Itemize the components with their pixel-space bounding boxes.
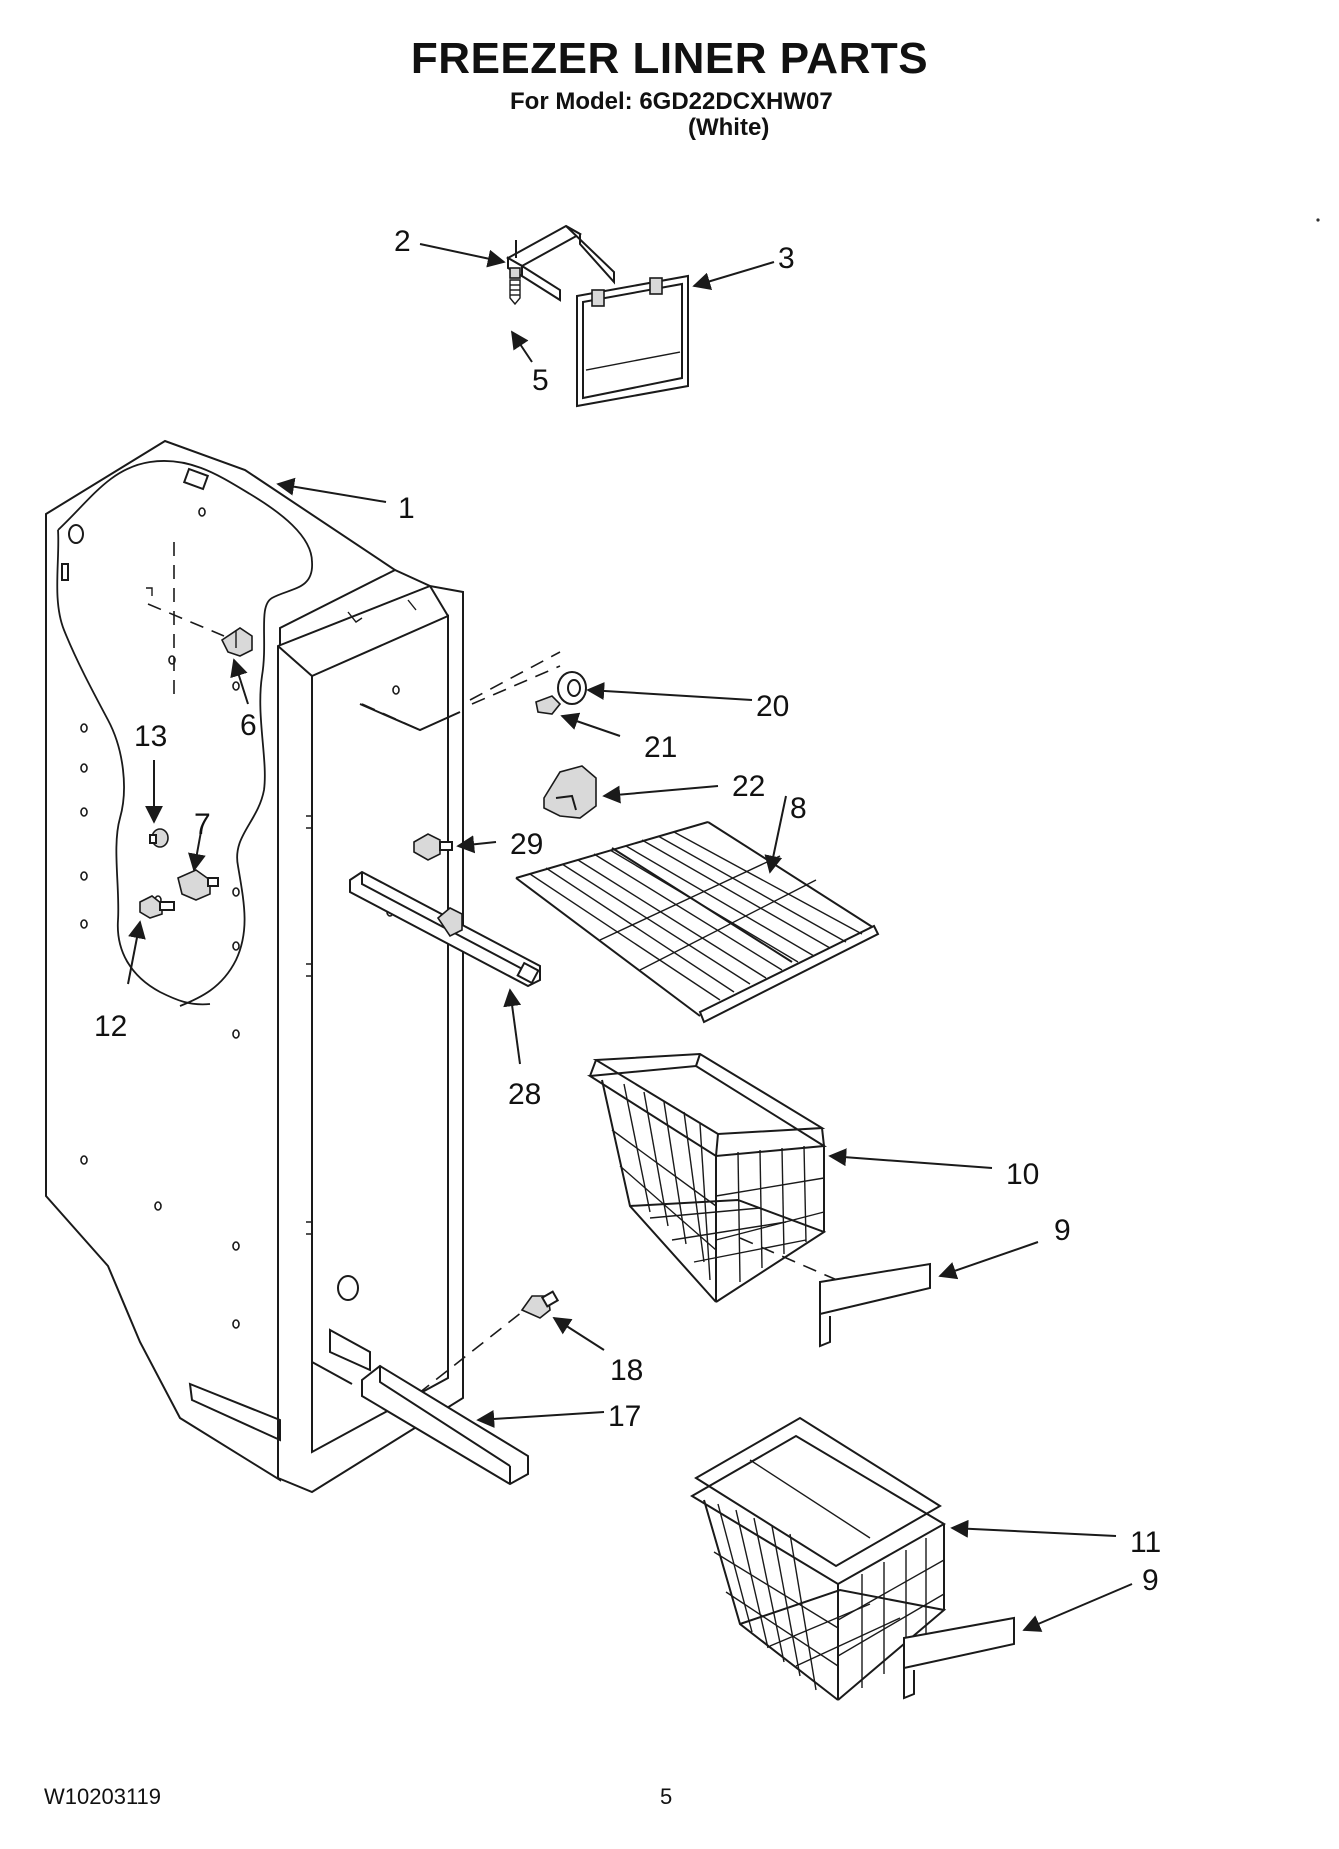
callout-5: 5: [532, 364, 549, 397]
callout-18: 18: [610, 1354, 643, 1387]
callout-12: 12: [94, 1010, 127, 1043]
shelf-support-part-28: [349, 870, 541, 988]
callout-7: 7: [194, 808, 211, 841]
bracket-part-17: [361, 1364, 529, 1486]
basket-part-11: [690, 1416, 947, 1701]
callout-10: 10: [1006, 1158, 1039, 1191]
stray-mark: [1316, 218, 1320, 222]
callout-1: 1: [398, 492, 415, 525]
basket-part-10: [586, 1052, 828, 1303]
callout-8: 8: [790, 792, 807, 825]
freezer-liner-part-1: [45, 439, 464, 1494]
variant-label: (White): [688, 114, 770, 141]
callout-9-upper: 9: [1054, 1214, 1071, 1247]
panel-part-3: [576, 274, 689, 408]
screw-part-18: [520, 1290, 560, 1319]
callout-11: 11: [1130, 1526, 1161, 1559]
page-title: FREEZER LINER PARTS: [410, 34, 929, 83]
callout-6: 6: [240, 709, 257, 742]
page-number: 5: [660, 1784, 673, 1809]
callout-28: 28: [508, 1078, 541, 1111]
clip-part-6: [220, 627, 253, 657]
wire-shelf-part-8: [515, 821, 880, 1024]
wheel-part-20: [535, 671, 587, 715]
screw-part-5: [509, 267, 521, 306]
bracket-part-2: [505, 224, 615, 302]
callout-3: 3: [778, 242, 795, 275]
basket-rail-part-9-upper: [819, 1262, 931, 1348]
screw-part-29: [413, 833, 453, 861]
callout-2: 2: [394, 225, 411, 258]
basket-rail-part-9-lower: [903, 1616, 1015, 1700]
callout-21: 21: [644, 731, 677, 764]
callout-17: 17: [608, 1400, 641, 1433]
callout-leaders: [127, 243, 1133, 1632]
document-number: W10203119: [44, 1784, 162, 1809]
bushing-part-22: [543, 765, 597, 819]
callout-13: 13: [134, 720, 167, 753]
model-label: For Model: 6GD22DCXHW07: [510, 88, 833, 115]
callout-29: 29: [510, 828, 543, 861]
screw-part-13: [149, 828, 169, 848]
callout-20: 20: [756, 690, 789, 723]
screw-part-12: [139, 895, 175, 919]
callout-22: 22: [732, 770, 765, 803]
callout-9-lower: 9: [1142, 1564, 1159, 1597]
